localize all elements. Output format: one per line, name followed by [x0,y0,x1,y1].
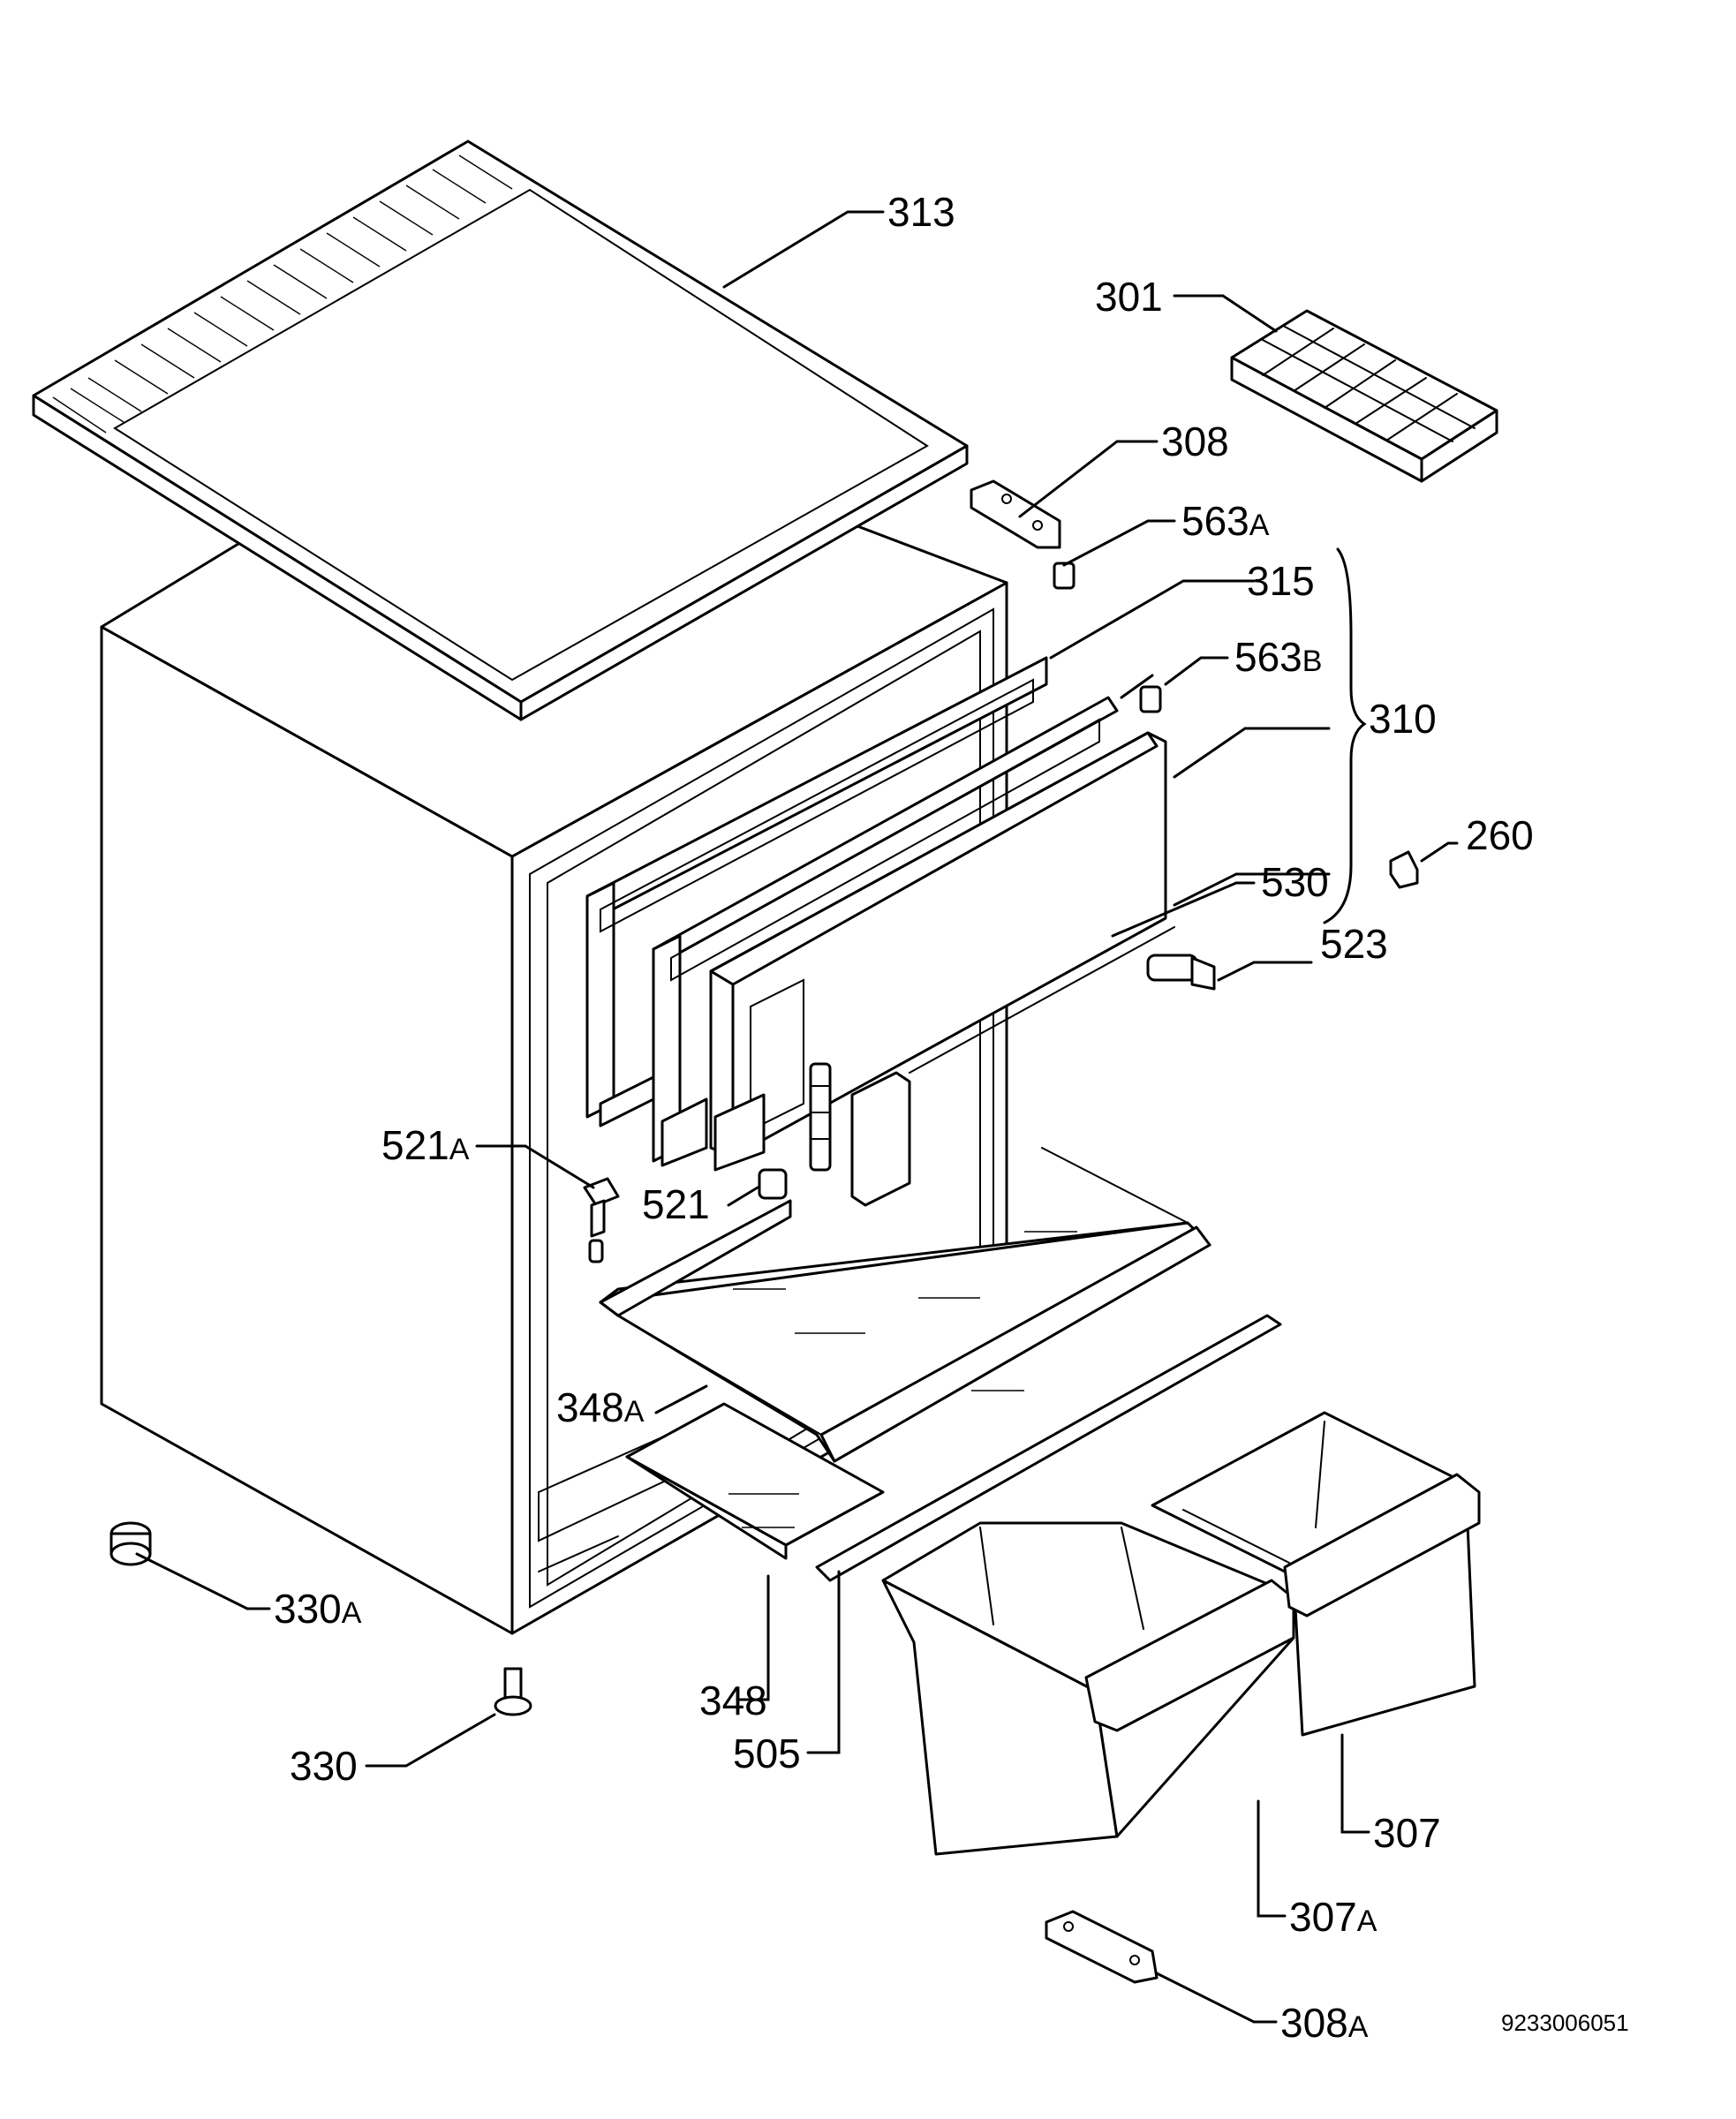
label-563a: 563A [1181,498,1270,544]
leader-lines [135,210,1459,2024]
label-530: 530 [1261,859,1329,905]
label-523: 523 [1320,921,1388,967]
hinge-bracket-308a [1045,1910,1159,1984]
label-330: 330 [290,1743,358,1789]
hinge-assembly [809,1062,832,1172]
label-260: 260 [1466,812,1534,858]
door-gasket-315 [585,656,1048,1127]
label-521a: 521A [381,1122,470,1168]
label-348a: 348A [556,1384,645,1430]
label-315: 315 [1247,558,1315,604]
part-labels: 313 301 308 563A 315 563B 310 260 530 52… [274,189,1534,2046]
worktop-313 [32,140,969,721]
glass-shelf-348a [599,1147,1211,1463]
label-563b: 563B [1234,634,1322,680]
ice-tray-301 [1230,309,1498,483]
label-330a: 330A [274,1586,362,1632]
screw-563b [1139,685,1162,713]
crisper-307 [1151,1411,1481,1737]
label-310: 310 [1369,696,1437,742]
lamp-521a [583,1177,620,1263]
clip-260 [1389,850,1419,889]
label-313: 313 [887,189,955,235]
pin-523 [1146,954,1216,991]
crisper-307a [881,1521,1295,1856]
label-308: 308 [1161,419,1229,464]
label-348: 348 [699,1678,767,1723]
door-frame-310 [652,696,1119,1167]
bracket-310 [1323,547,1367,924]
trim-strip-505 [815,1314,1282,1582]
label-308a: 308A [1280,2000,1369,2046]
label-301: 301 [1095,274,1163,320]
hinge-308 [970,479,1061,549]
foot-330a [109,1521,152,1566]
label-307: 307 [1373,1810,1441,1856]
label-505: 505 [733,1731,801,1776]
switch-521 [758,1168,788,1200]
foot-330 [494,1667,532,1716]
drawing-code: 9233006051 [1501,2010,1629,2036]
screw-563a [1053,562,1076,590]
door-panel-310 [709,731,1167,1172]
label-307a: 307A [1289,1894,1377,1940]
label-521: 521 [642,1181,710,1227]
glass-plate-348 [625,1402,885,1560]
handle-530 [850,926,1175,1207]
